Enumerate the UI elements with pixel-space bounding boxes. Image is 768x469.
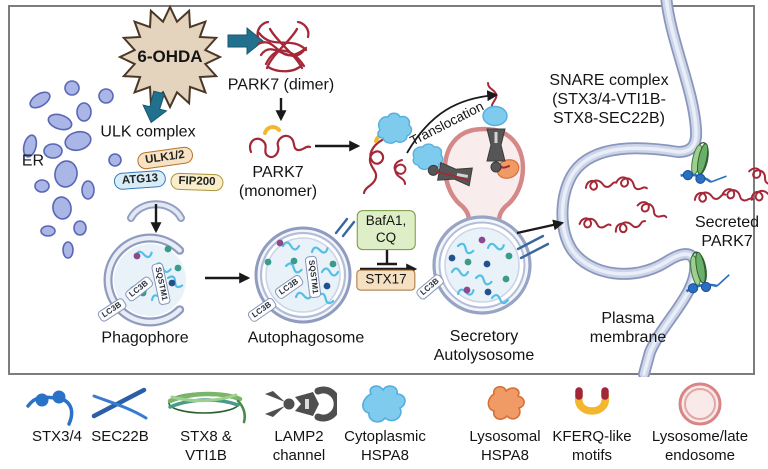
er-icon (22, 80, 122, 259)
lysosome-endosome-icon (674, 382, 726, 426)
autolysosome-to-membrane-arrow (516, 219, 565, 235)
park7-monomer-icon (248, 125, 312, 159)
legend-label: LAMP2 channel (272, 428, 326, 464)
lamp2-translocation-site (393, 82, 508, 187)
six-ohda-label: 6-OHDA (137, 46, 203, 66)
bafa1-cq-box: BafA1, CQ (356, 210, 416, 250)
fip200-pill: FIP200 (170, 172, 224, 192)
legend-item-stx8-vti1b: STX8 & VTI1B (161, 382, 251, 466)
legend-item-stx34: STX3/4 (12, 382, 102, 447)
ulk-complex-label: ULK complex (100, 123, 196, 141)
secretory-autolysosome-icon (432, 126, 550, 315)
er-label: ER (21, 152, 45, 170)
plasma-membrane-label: Plasma membrane (589, 309, 667, 346)
park7-dimer-label: PARK7 (dimer) (227, 76, 335, 94)
six-ohda-star (117, 4, 223, 110)
park7-dimer-icon (256, 20, 310, 73)
legend-item-lamp2: LAMP2 channel (254, 382, 344, 466)
cytoplasmic-hspa8-icon (357, 382, 413, 426)
autophagosome-label: Autophagosome (247, 329, 365, 347)
legend-item-lysosome-endosome: Lysosome/late endosome (640, 382, 760, 466)
legend-label: STX8 & VTI1B (180, 428, 232, 464)
stx8-vti1b-icon (164, 382, 248, 426)
legend-label: KFERQ-like motifs (552, 428, 632, 464)
secreted-park7-label: Secreted PARK7 (694, 213, 760, 250)
legend-label: SEC22B (91, 428, 149, 445)
snare-complex-label: SNARE complex (STX3/4-VTI1B- STX8-SEC22B… (549, 72, 669, 128)
legend-item-sec22b: SEC22B (75, 382, 165, 447)
translocation-arrow (406, 90, 499, 154)
legend-item-lysosomal-hspa8: Lysosomal HSPA8 (455, 382, 555, 466)
legend: STX3/4 SEC22B STX8 & VTI1 (0, 377, 768, 469)
lamp2-channel-icon (261, 382, 337, 426)
teal-arrows (142, 26, 264, 124)
secretory-autolysosome-label: Secretory Autolysosome (433, 327, 535, 364)
legend-label: STX3/4 (31, 428, 83, 445)
legend-label: Cytoplasmic HSPA8 (344, 428, 426, 464)
legend-item-kferq: KFERQ-like motifs (545, 382, 639, 466)
stx17-box: STX17 (356, 269, 416, 291)
phagophore-label: Phagophore (101, 329, 189, 347)
legend-label: Lysosomal HSPA8 (469, 428, 541, 464)
park7-monomer-label: PARK7 (monomer) (238, 163, 318, 200)
lysosomal-hspa8-icon (480, 382, 530, 426)
sec22b-icon (86, 382, 154, 426)
kferq-motifs-icon (569, 382, 615, 426)
monomer-hspa8-complex-icon (362, 112, 413, 195)
stx17-fusion-arrow (360, 250, 418, 275)
legend-item-cytoplasmic-hspa8: Cytoplasmic HSPA8 (330, 382, 440, 466)
stx34-icon (22, 382, 92, 426)
legend-label: Lysosome/late endosome (651, 428, 749, 464)
